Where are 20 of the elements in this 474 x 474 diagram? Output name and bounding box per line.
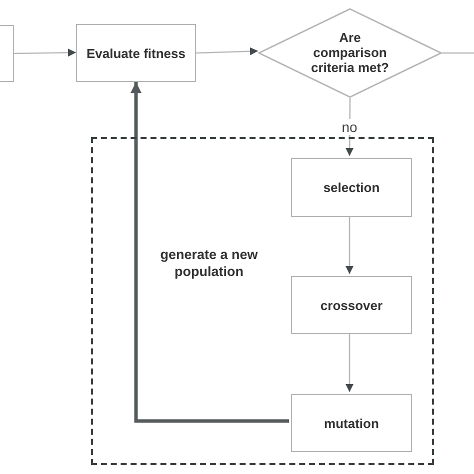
dashed-group-box bbox=[91, 137, 434, 465]
edge-label: no bbox=[340, 119, 360, 135]
box-label: selection bbox=[323, 180, 380, 195]
arrow bbox=[196, 47, 258, 56]
process-box bbox=[76, 24, 196, 82]
process-box bbox=[291, 158, 412, 217]
arrow bbox=[346, 98, 354, 156]
arrow bbox=[14, 48, 76, 57]
box-label: crossover bbox=[320, 298, 383, 312]
box-label: Evaluate fitness bbox=[86, 46, 186, 60]
group-label: generate a new population bbox=[159, 246, 259, 280]
process-box bbox=[291, 276, 412, 334]
decision-diamond bbox=[258, 8, 442, 98]
decision-text: Are comparison criteria met? bbox=[310, 30, 390, 75]
arrow bbox=[346, 215, 354, 274]
connector-line bbox=[442, 52, 474, 54]
arrow bbox=[346, 332, 354, 392]
box-label: mutation bbox=[324, 416, 379, 430]
process-box bbox=[291, 394, 412, 452]
arrow bbox=[130, 82, 289, 423]
